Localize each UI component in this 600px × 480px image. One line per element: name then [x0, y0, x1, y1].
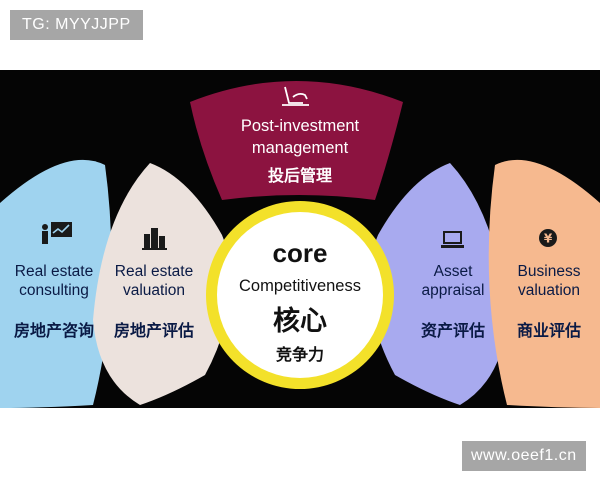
center-zh-main: 核心 [273, 305, 327, 337]
petal-asset-label-1: Asset [434, 263, 473, 280]
buildings-icon [142, 228, 167, 250]
center-core-circle: core Competitiveness 核心 竞争力 [206, 201, 394, 389]
center-zh-sub: 竞争力 [276, 345, 324, 364]
petal-valuation-label-2: valuation [123, 282, 185, 299]
petal-asset-appraisal: Asset appraisal 资产评估 [368, 163, 507, 405]
petal-asset-zh: 资产评估 [421, 321, 485, 340]
center-label-competitiveness: Competitiveness [239, 277, 361, 295]
center-disc [217, 212, 383, 378]
petal-business-zh: 商业评估 [517, 321, 581, 340]
petal-real-estate-consulting: Real estate consulting 房地产咨询 [0, 159, 112, 408]
watermark-top-left: TG: MYYJJPP [10, 10, 143, 40]
yen-coin-icon: ¥ [539, 229, 557, 247]
petal-top-label-1: Post-investment [241, 117, 360, 135]
petal-real-estate-valuation: Real estate valuation 房地产评估 [93, 163, 232, 405]
petal-consulting-label-2: consulting [19, 282, 89, 299]
petal-post-investment-management: Post-investment management 投后管理 [190, 81, 403, 200]
petal-shape [488, 159, 600, 408]
petal-top-label-2: management [252, 139, 349, 157]
presenter-board-icon [42, 222, 72, 244]
petal-shape [93, 163, 232, 405]
petal-business-valuation: ¥ Business valuation 商业评估 [488, 159, 600, 408]
svg-text:¥: ¥ [544, 232, 553, 246]
petal-shape [190, 81, 403, 200]
petal-shape [368, 163, 507, 405]
petal-top-zh: 投后管理 [268, 166, 332, 185]
watermark-bottom-right: www.oeef1.cn [462, 441, 586, 471]
petal-consulting-zh: 房地产咨询 [14, 321, 94, 340]
petal-consulting-label-1: Real estate [15, 263, 93, 280]
petal-shape [0, 159, 112, 408]
petal-valuation-zh: 房地产评估 [114, 321, 194, 340]
petal-valuation-label-1: Real estate [115, 263, 193, 280]
laptop-icon [441, 231, 464, 248]
petal-business-label-1: Business [518, 263, 581, 280]
petal-business-label-2: valuation [518, 282, 580, 299]
petal-asset-label-2: appraisal [422, 282, 485, 299]
center-label-core: core [273, 238, 328, 268]
laptop-hand-icon [282, 86, 309, 106]
